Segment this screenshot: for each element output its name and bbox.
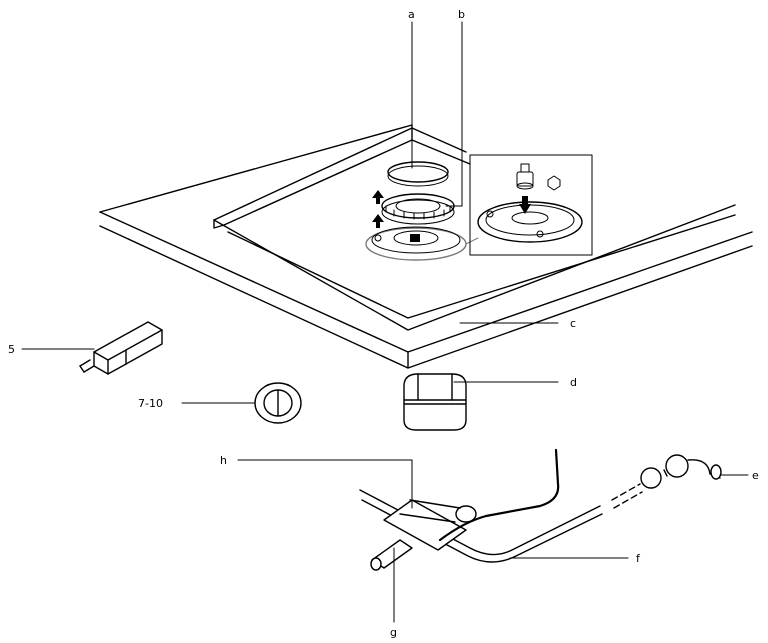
label-e: e [752,469,759,482]
callout-labels: a b c d e f g h 5 7-10 [8,8,759,639]
label-f: f [636,552,641,565]
label-b: b [458,8,465,21]
label-g: g [390,626,397,639]
label-h: h [220,454,227,467]
label-c: c [570,317,576,330]
burner-crown [381,193,455,225]
burner-base [365,226,479,261]
detail-inset [469,154,593,256]
worktop [99,124,753,369]
label-5: 5 [8,343,15,356]
label-a: a [408,8,415,21]
gas-pipe [359,454,722,563]
control-knob [403,373,467,431]
leader-lines [21,21,749,623]
label-7-10: 7-10 [138,397,163,410]
up-arrow-icon [372,190,384,228]
label-d: d [570,376,577,389]
thermocouple-wire [438,448,560,542]
valve-body [370,499,477,571]
burner-cap [387,161,449,187]
round-seal [254,382,302,424]
connector-plug [79,321,163,375]
